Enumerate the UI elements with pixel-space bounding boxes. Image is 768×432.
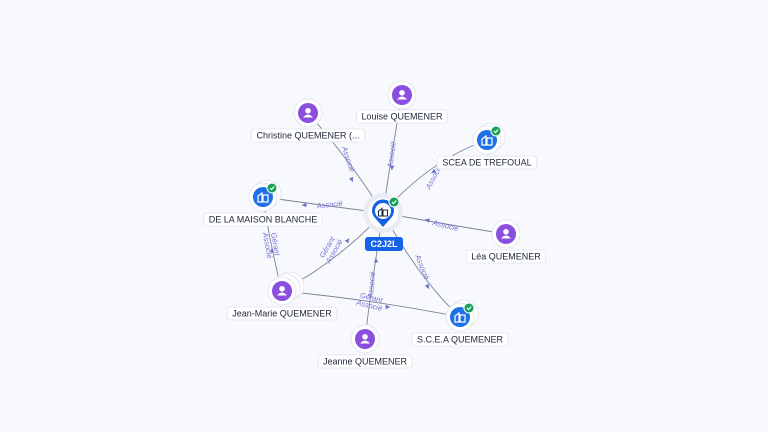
central-label-text: C2J2L	[370, 239, 398, 249]
node-label: Louise QUEMENER	[356, 109, 448, 124]
node-scea_quemener[interactable]: S.C.E.A QUEMENER	[411, 299, 509, 347]
node-lea[interactable]: Léa QUEMENER	[465, 219, 547, 264]
person-head	[503, 229, 509, 235]
node-scea_trefoual[interactable]: SCEA DE TREFOUAL	[436, 122, 538, 170]
verified-check-icon	[463, 302, 475, 314]
edge-label: Associé	[413, 252, 432, 281]
node-jeanne[interactable]: Jeanne QUEMENER	[317, 324, 413, 369]
edge-line	[281, 290, 461, 318]
person-icon	[298, 103, 318, 123]
node-label-text: Léa QUEMENER	[471, 252, 541, 262]
building-shape	[481, 134, 493, 146]
edge-label: Associé	[385, 141, 398, 169]
person-head	[362, 334, 368, 340]
edge-label: GérantAssocié	[355, 290, 386, 313]
person-head	[305, 108, 311, 114]
person-icon	[392, 85, 412, 105]
node-label: DE LA MAISON BLANCHE	[203, 212, 323, 227]
person-body	[277, 292, 287, 296]
node-label: SCEA DE TREFOUAL	[436, 155, 538, 170]
company-icon	[450, 307, 470, 327]
edge-arrow	[424, 218, 430, 223]
person-body	[397, 96, 407, 100]
edge-arrow	[373, 257, 379, 263]
node-label-text: Christine QUEMENER (...	[256, 131, 359, 141]
building-icon	[372, 199, 394, 227]
node-label-text: DE LA MAISON BLANCHE	[209, 215, 318, 225]
node-label: Jeanne QUEMENER	[317, 354, 413, 369]
central-label: C2J2L	[365, 237, 403, 251]
verified-check-icon	[490, 125, 502, 137]
node-label: Jean-Marie QUEMENER	[226, 306, 338, 321]
person-body	[303, 114, 313, 118]
node-label: S.C.E.A QUEMENER	[411, 332, 509, 347]
edge-arrow	[349, 176, 354, 183]
central-node[interactable]: C2J2L	[363, 193, 403, 251]
edge-jean_marie-maison_blanche: GérantAssocié	[261, 196, 283, 292]
node-label-text: Jean-Marie QUEMENER	[232, 309, 332, 319]
node-label-text: S.C.E.A QUEMENER	[417, 335, 504, 345]
person-head	[399, 90, 405, 96]
node-christine[interactable]: Christine QUEMENER (...	[251, 98, 365, 143]
edge-arrow	[385, 304, 391, 310]
edge-arrow	[424, 283, 430, 290]
person-head	[279, 286, 285, 292]
verified-check-icon	[388, 196, 400, 208]
edge-arrow	[301, 202, 307, 208]
person-icon	[355, 329, 375, 349]
company-icon	[477, 130, 497, 150]
edge-arrow	[269, 247, 275, 253]
node-label-text: Jeanne QUEMENER	[323, 357, 408, 367]
building-shape	[257, 191, 269, 203]
node-louise[interactable]: Louise QUEMENER	[356, 80, 448, 124]
person-icon	[496, 224, 516, 244]
edge-arrow	[430, 168, 437, 174]
node-maison_blanche[interactable]: DE LA MAISON BLANCHE	[203, 179, 323, 227]
edge-label: GérantAssocié	[316, 234, 344, 266]
verified-check-icon	[266, 182, 278, 194]
edge-label: Associé	[315, 199, 343, 211]
edge-label: GérantAssocié	[261, 229, 282, 259]
edge-label: Associé	[366, 271, 377, 299]
edge-label: Associé	[340, 144, 357, 173]
node-label-text: SCEA DE TREFOUAL	[442, 158, 531, 168]
company-icon	[253, 187, 273, 207]
person-icon	[272, 281, 292, 301]
building-shape	[454, 311, 466, 323]
node-label-text: Louise QUEMENER	[361, 112, 443, 122]
edge-arrow	[344, 237, 350, 244]
node-jean_marie[interactable]: Jean-Marie QUEMENER	[226, 271, 338, 321]
person-body	[501, 235, 511, 239]
node-label: Léa QUEMENER	[465, 249, 547, 264]
person-body	[360, 340, 370, 344]
edge-label: Associé	[431, 218, 460, 233]
edge-arrow	[390, 165, 395, 171]
node-label: Christine QUEMENER (...	[251, 128, 365, 143]
